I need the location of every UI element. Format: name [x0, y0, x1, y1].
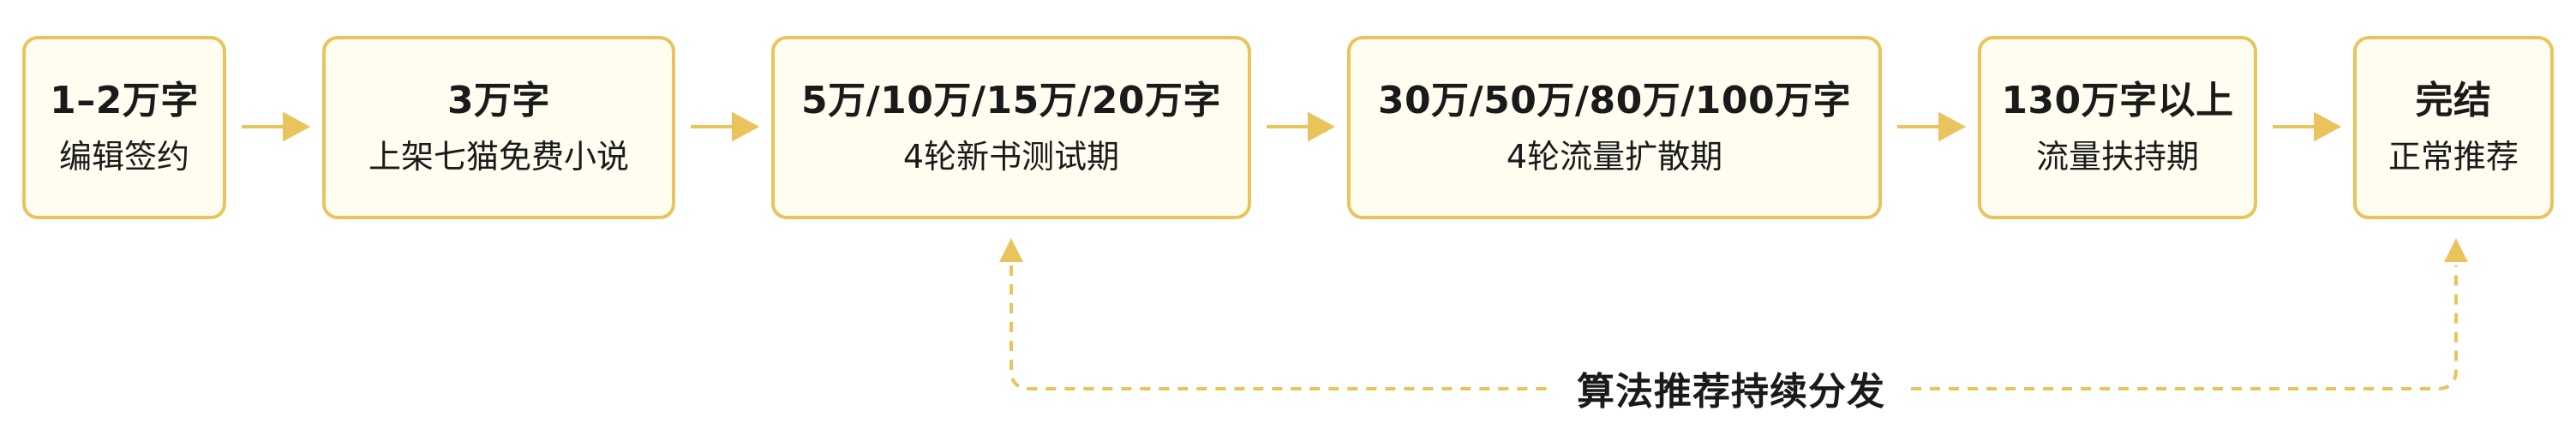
loop-arrowhead-left: [999, 238, 1023, 262]
step-listing: 3万字 上架七猫免费小说: [322, 36, 675, 219]
loop-path-left: [1009, 265, 1551, 390]
loop-arrowheads: [999, 238, 2468, 262]
step-subtitle: 4轮流量扩散期: [1506, 138, 1723, 176]
step-title: 130万字以上: [2001, 79, 2234, 122]
step-subtitle: 上架七猫免费小说: [368, 138, 629, 176]
forward-arrows: [242, 111, 2342, 142]
arrow-step5-to-step6: [2273, 111, 2342, 142]
step-new-book-test: 5万/10万/15万/20万字 4轮新书测试期: [771, 36, 1251, 219]
step-title: 完结: [2415, 79, 2492, 122]
step-title: 30万/50万/80万/100万字: [1377, 79, 1852, 122]
step-title: 5万/10万/15万/20万字: [800, 79, 1222, 122]
step-completed: 完结 正常推荐: [2353, 36, 2554, 219]
step-subtitle: 流量扶持期: [2035, 138, 2199, 176]
arrow-step3-to-step4: [1267, 111, 1336, 142]
algorithm-loop: [1009, 265, 2458, 390]
loop-arrowhead-right: [2444, 238, 2468, 262]
arrow-step2-to-step3: [691, 111, 760, 142]
step-title: 3万字: [446, 79, 551, 122]
step-traffic-expansion: 30万/50万/80万/100万字 4轮流量扩散期: [1347, 36, 1882, 219]
step-title: 1–2万字: [50, 79, 199, 122]
step-subtitle: 4轮新书测试期: [902, 138, 1120, 176]
loop-label: 算法推荐持续分发: [1551, 358, 1911, 418]
step-subtitle: 编辑签约: [58, 138, 189, 176]
step-traffic-support: 130万字以上 流量扶持期: [1978, 36, 2257, 219]
loop-path-right: [1911, 265, 2458, 390]
arrow-step4-to-step5: [1897, 111, 1967, 142]
step-subtitle: 正常推荐: [2387, 138, 2519, 176]
step-editor-signing: 1–2万字 编辑签约: [22, 36, 226, 219]
arrow-step1-to-step2: [242, 111, 311, 142]
